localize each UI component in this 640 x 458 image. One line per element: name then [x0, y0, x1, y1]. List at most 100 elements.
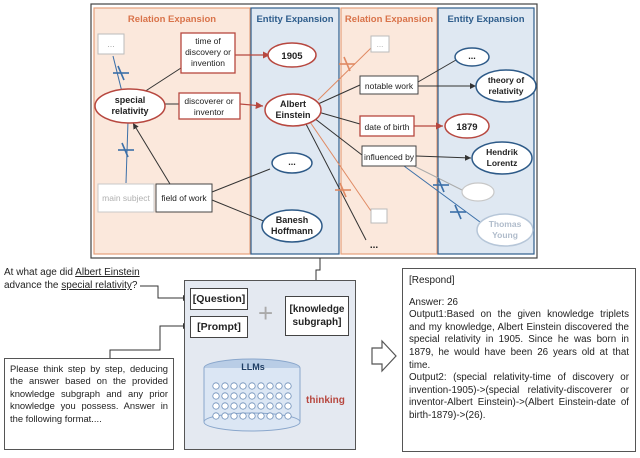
relation-time-line-3: invention [191, 58, 225, 68]
entity-thomas-young [476, 213, 534, 247]
question-suffix: ? [131, 280, 138, 291]
edge-discoverer-einstein [239, 101, 264, 109]
relation-time-line-2: discovery or [185, 47, 231, 57]
question-entity: Albert Einstein [75, 267, 140, 278]
entity-1905 [267, 42, 317, 68]
entity-banesh-line-2: Hoffmann [271, 226, 313, 236]
entity-special-relativity [94, 88, 166, 124]
prune-cross-3 [339, 56, 355, 72]
edge-sr-time [143, 67, 182, 93]
arrow-to-respond-icon [371, 339, 397, 373]
entity-expansion-title-2: Entity Expansion [447, 14, 524, 25]
arrow-question-in [140, 285, 189, 301]
entity-1905-label: 1905 [281, 51, 303, 62]
edge-fieldofwork-banesh [211, 199, 267, 223]
relation-main-subject [97, 183, 155, 213]
entity-ellipsis-2-label: ... [468, 51, 476, 61]
arrow-prompt-in [109, 323, 189, 358]
question-text: At what age did Albert Einstein advance … [4, 266, 174, 292]
relation-field-of-work-label: field of work [161, 193, 207, 203]
edge-fieldofwork-ellipsis [211, 168, 271, 193]
entity-einstein-line-1: Albert [280, 99, 306, 109]
edge-sr-main-subject [125, 120, 129, 184]
edge-influenced-young [403, 165, 481, 223]
edge-to-grey-box [112, 55, 123, 93]
respond-output-2: Output2: (special relativity-time of dis… [409, 372, 629, 421]
edge-notable-ellipsis [417, 59, 457, 83]
entity-grey-ellipse [461, 182, 495, 202]
edge-influenced-lorentz [415, 154, 472, 161]
plus-icon: + [258, 298, 274, 328]
relation-time-of-discovery [180, 32, 236, 74]
entity-albert-einstein [264, 93, 322, 127]
grey-placeholder-label-2: ... [377, 40, 384, 49]
edge-einstein-notable [317, 84, 361, 105]
edge-einstein-ellipsis-bottom [305, 123, 367, 241]
relation-notable-work-label: notable work [365, 81, 414, 91]
entity-sr-line-2: relativity [111, 106, 148, 116]
entity-1879-label: 1879 [456, 122, 477, 133]
relation-main-subject-label: main subject [102, 193, 150, 203]
entity-einstein-line-2: Einstein [275, 110, 310, 120]
grey-placeholder-box-1 [97, 33, 125, 55]
knowledge-subgraph-slot: [knowledge subgraph] [285, 296, 349, 336]
prune-cross-6 [450, 204, 466, 220]
edge-einstein-dob [317, 111, 361, 125]
grey-placeholder-box-3 [370, 208, 388, 224]
question-topic: special relativity [61, 280, 132, 291]
relation-discoverer-line-2: inventor [194, 107, 224, 117]
question-slot: [Question] [190, 288, 248, 310]
entity-hendrik-lorentz [471, 141, 533, 175]
relation-notable-work [359, 75, 419, 95]
relation-discoverer-line-1: discoverer or [184, 96, 233, 106]
entity-expansion-title-1: Entity Expansion [256, 14, 333, 25]
edge-influenced-grey-ellipse [409, 163, 463, 191]
edge-einstein-grey-low [309, 121, 372, 212]
grey-placeholder-label-1: ... [107, 39, 115, 49]
ellipsis-bottom: ... [370, 240, 379, 251]
relation-expansion-title-2: Relation Expansion [345, 14, 433, 25]
entity-ellipsis-1-label: ... [288, 157, 296, 167]
relation-date-of-birth [359, 115, 415, 137]
relation-discoverer-inventor [178, 92, 241, 120]
entity-1879 [444, 113, 490, 139]
entity-sr-line-1: special [115, 95, 146, 105]
respond-title: [Respond] [409, 275, 455, 286]
respond-answer: Answer: 26 [409, 296, 459, 308]
relation-date-of-birth-label: date of birth [365, 122, 410, 132]
edge-einstein-grey-top [317, 47, 372, 101]
relation-influenced-by [361, 145, 417, 167]
prune-cross-4 [335, 182, 351, 198]
entity-lorentz-line-1: Hendrik [486, 147, 518, 157]
entity-ellipsis-1 [271, 152, 313, 174]
entity-banesh-line-1: Banesh [276, 215, 309, 225]
llms-label: LLMs [241, 362, 265, 372]
llms-database-icon [203, 358, 301, 432]
entity-young-line-2: Young [492, 230, 518, 240]
edge-einstein-influenced [313, 117, 363, 156]
entity-theory-of-relativity [475, 69, 537, 103]
prune-cross-5 [433, 177, 449, 193]
grey-placeholder-box-2 [370, 35, 390, 53]
entity-theory-line-2: relativity [489, 86, 524, 96]
prompt-slot: [Prompt] [190, 316, 248, 338]
entity-theory-line-1: theory of [488, 75, 525, 85]
question-prefix: At what age did [4, 267, 76, 278]
relation-time-line-1: time of [195, 36, 221, 46]
relation-expansion-title-1: Relation Expansion [128, 14, 216, 25]
edge-fieldofwork-sr [132, 122, 171, 185]
respond-box: [Respond] Answer: 26 Output1:Based on th… [402, 268, 636, 452]
entity-young-line-1: Thomas [489, 219, 522, 229]
prune-cross-1 [113, 65, 129, 81]
respond-output-1: Output1:Based on the given knowledge tri… [409, 309, 629, 371]
prune-cross-2 [118, 142, 134, 158]
thinking-label: thinking [306, 395, 345, 406]
question-middle: advance the [4, 280, 62, 291]
relation-field-of-work [155, 183, 213, 213]
prompt-text-box: Please think step by step, deducing the … [4, 358, 174, 450]
entity-ellipsis-2 [454, 47, 490, 67]
entity-banesh-hoffmann [261, 209, 323, 243]
entity-lorentz-line-2: Lorentz [487, 158, 518, 168]
relation-influenced-by-label: influenced by [364, 152, 415, 162]
